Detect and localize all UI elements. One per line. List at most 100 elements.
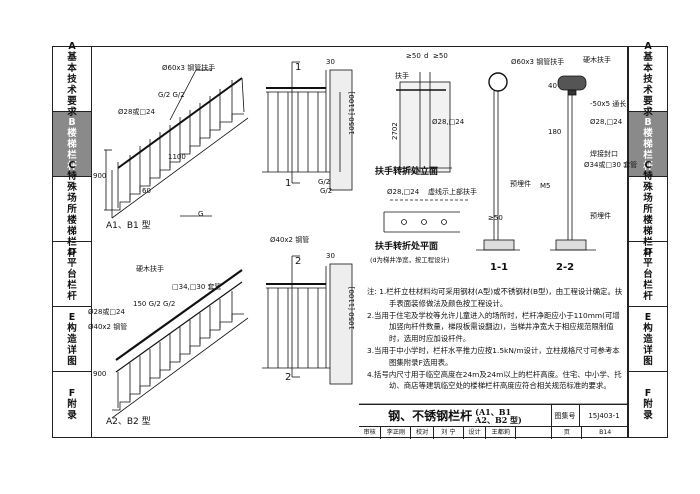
label-sleeve: Ø34或□30 套管 [584, 161, 638, 169]
sidebar-tab-letter: B [68, 116, 76, 128]
sidebar-tab-label: 构造详图 [67, 322, 77, 367]
label-30: 30 [326, 58, 335, 66]
section-mark-2-top: 2 [295, 256, 302, 267]
drawing-subtitle: (A1、B1 A2、B2 型) [475, 408, 522, 424]
label-900: 900 [93, 172, 107, 180]
atlas-label: 图集号 [551, 405, 580, 426]
label-embed: 预埋件 [510, 180, 531, 188]
label-g150: 150 G/2 G/2 [133, 300, 176, 308]
check-label: 校对 [411, 426, 434, 439]
design-label: 设计 [464, 426, 487, 439]
note-1: 注: 1.栏杆立柱材料均可采用钢材(A型)或不锈钢材(B型)，由工程设计确定。扶… [367, 287, 623, 308]
label-baluster-mid: Ø28或□24 [88, 308, 125, 316]
review-label: 审核 [359, 426, 382, 439]
label-steel-pipe-40: Ø40x2 钢管 [88, 323, 128, 331]
label-wood-handrail: 硬木扶手 [583, 56, 611, 64]
note-4: 4.括号内尺寸用于临空高度在24m及24m以上的栏杆高度。住宅、中小学、托幼、商… [367, 369, 622, 391]
atlas-number-cell: 图集号 15J403-1 [551, 405, 628, 427]
sidebar-tab-letter: A [68, 40, 76, 52]
title-section-2-2: 2-2 [556, 262, 575, 273]
label-d28-24-right: Ø28,□24 [590, 118, 623, 126]
turn-plan-drawing [383, 199, 470, 233]
turn-elevation-drawing [396, 72, 452, 173]
section-1-1-drawing [476, 72, 520, 251]
atlas-number: 15J403-1 [588, 411, 620, 420]
sidebar-tab-letter: E [68, 311, 76, 323]
label-1050-1100: 1050 [1100] [348, 91, 356, 135]
label-plan-note: (d为梯井净宽，按工程设计) [370, 256, 450, 264]
sidebar-tab-label: 楼梯栏杆 [67, 127, 77, 172]
label-1100: 1100 [168, 153, 186, 161]
sidebar-tab-letter: D [68, 246, 76, 258]
title-a1-b1: A1、B1 型 [106, 221, 151, 231]
sidebar-tab-letter: C [644, 159, 652, 171]
sidebar-tab-letter: F [68, 388, 76, 399]
section-1-drawing [262, 61, 353, 191]
sidebar-tab-label: 附录 [67, 399, 77, 421]
title-section-1-1: 1-1 [490, 262, 509, 273]
sidebar-tab-label: 特殊场所楼梯栏杆 [643, 170, 653, 259]
title-block: 钢、不锈钢栏杆 (A1、B1 A2、B2 型) 图集号 15J403-1 审核 … [359, 404, 628, 439]
sidebar-tab-letter: B [644, 116, 652, 128]
page-number: B14 [599, 429, 612, 436]
page-label: 页 [552, 426, 583, 439]
sidebar-tab-letter: A [644, 40, 652, 52]
label-ge50-r: ≥50 [488, 214, 503, 222]
signature-scribble [516, 426, 553, 439]
label-handrail-top: Ø60x3 钢管扶手 [162, 64, 216, 72]
section-2-drawing [262, 255, 353, 385]
drawing-subtitle-1: (A1、B1 [475, 406, 512, 417]
label-m5: M5 [540, 182, 551, 190]
drawing-title: 钢、不锈钢栏杆 (A1、B1 A2、B2 型) [359, 405, 552, 427]
label-g: G [198, 210, 204, 218]
section-mark-2-bot: 2 [285, 372, 292, 383]
sidebar-tab-letter: C [68, 159, 76, 171]
label-30b: 30 [326, 252, 335, 260]
label-sec-pipe: Ø60x3 钢管扶手 [511, 58, 565, 66]
sidebar-tab-letter: F [644, 388, 652, 399]
title-turn-elevation: 扶手转折处立面 [375, 167, 439, 177]
stair-a2-drawing [111, 269, 249, 419]
sidebar-tab-label: 平台栏杆 [67, 257, 77, 302]
note-2: 2.当用于住宅及学校等允许儿童进入的场所时，栏杆净距应小于110mm(可增加竖向… [367, 310, 620, 344]
label-g2-bot2: G/2 [320, 187, 333, 195]
drawing-title-text: 钢、不锈钢栏杆 [388, 409, 473, 423]
sidebar-tab-label: 附录 [643, 399, 653, 421]
label-1050-1100b: 1050 [1100] [348, 286, 356, 330]
section-mark-1-bot: 1 [285, 178, 292, 189]
sidebar-tab-letter: E [644, 311, 652, 323]
label-embed2: 预埋件 [590, 212, 611, 220]
notes-block: 注: 1.栏杆立柱材料均可采用钢材(A型)或不锈钢材(B型)，由工程设计确定。扶… [367, 286, 625, 392]
label-steel-pipe-40b: Ø40x2 钢管 [270, 236, 310, 244]
label-180: 180 [548, 128, 562, 136]
label-d28-24: Ø28,□24 [432, 118, 465, 126]
label-plan-dashed: 虚线示上部扶手 [428, 188, 477, 196]
title-a2-b2: A2、B2 型 [106, 417, 151, 427]
label-wood-rail: 硬木扶手 [136, 265, 164, 273]
label-60: 60 [142, 187, 151, 195]
sidebar-tab-label: 特殊场所楼梯栏杆 [67, 170, 77, 259]
label-flat-bar: -50x5 通长 [590, 100, 627, 108]
label-d: d [424, 52, 429, 60]
sidebar-tab-label: 基本技术要求 [67, 51, 77, 118]
checker-name: 刘 宁 [434, 426, 464, 439]
stair-a1-drawing [104, 69, 249, 219]
label-g2-bot: G/2 [318, 178, 331, 186]
signature-row: 审核 李正刚 校对 刘 宁 设计 王都莉 页 B14 [359, 426, 628, 439]
label-ge50: ≥50 [406, 52, 421, 60]
sidebar-tab-label: 基本技术要求 [643, 51, 653, 118]
